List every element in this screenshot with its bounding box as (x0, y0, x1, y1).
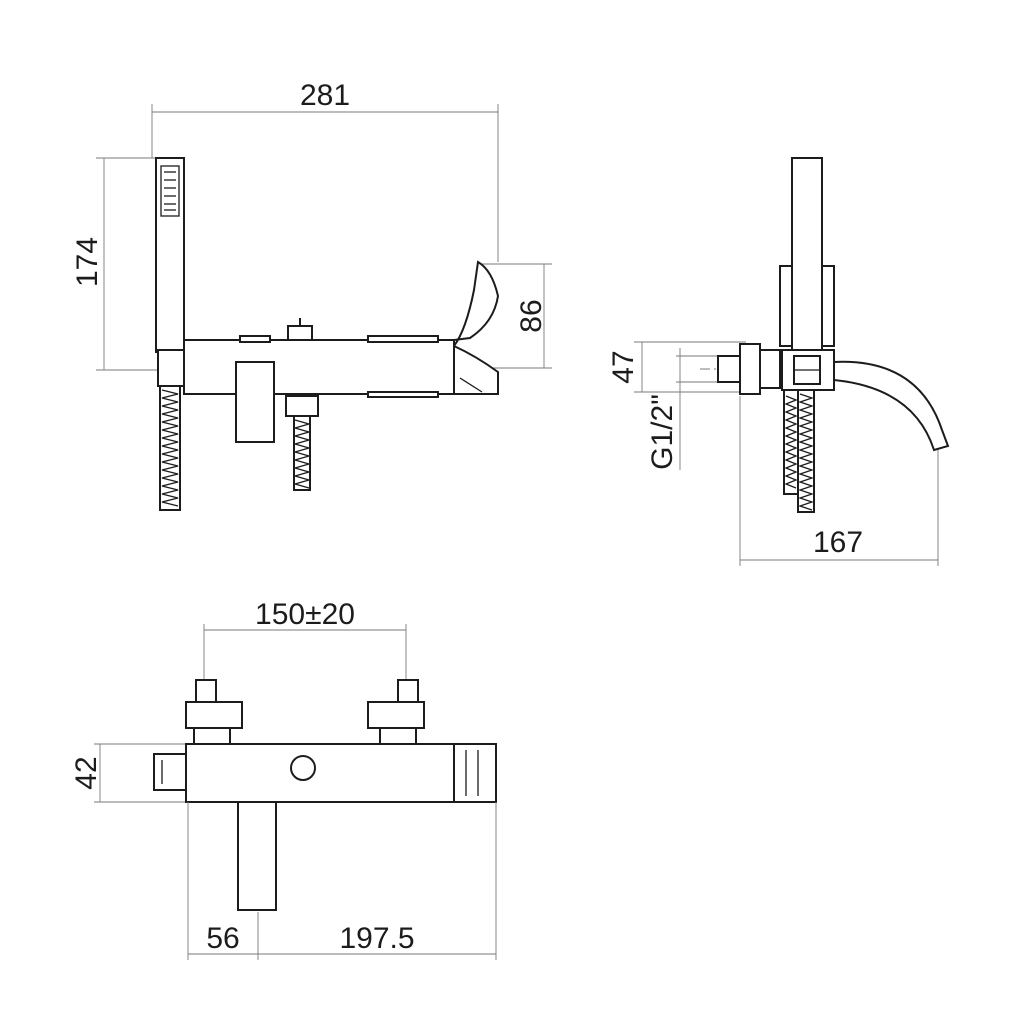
front-view: 281 174 86 (71, 79, 552, 511)
diverter-knob (287, 325, 313, 341)
shower-holder (157, 349, 185, 387)
top-lever (237, 801, 277, 911)
dim-side-projection: 167 (813, 526, 863, 559)
dim-overall-width: 281 (300, 79, 350, 112)
mixer-body (183, 339, 455, 395)
top-inlet-right (397, 679, 419, 703)
side-view: 47 G1/2" 167 (607, 157, 950, 566)
top-spout-end (453, 743, 497, 803)
dim-inlet-thread: G1/2" (646, 394, 679, 470)
lever-handle (235, 361, 275, 443)
side-hand-shower (791, 157, 823, 353)
dim-handshower-height: 174 (71, 237, 104, 287)
top-diverter (290, 755, 316, 781)
top-inlet-left (195, 679, 217, 703)
dim-inlet-spacing: 150±20 (255, 598, 355, 631)
top-body (185, 743, 455, 803)
inlet-nut (285, 395, 319, 417)
dim-spout-offset: 56 (206, 922, 239, 955)
dim-inlet-offset: 47 (607, 350, 640, 383)
top-holder (153, 753, 187, 791)
hand-shower (155, 157, 185, 353)
top-view: 150±20 42 56 197.5 (70, 598, 497, 960)
side-spout (833, 360, 950, 452)
spout (453, 260, 500, 350)
dim-spout-height: 86 (515, 299, 548, 332)
dim-body-depth: 42 (70, 756, 103, 789)
dim-body-length: 197.5 (339, 922, 414, 955)
side-inlet (717, 355, 741, 383)
